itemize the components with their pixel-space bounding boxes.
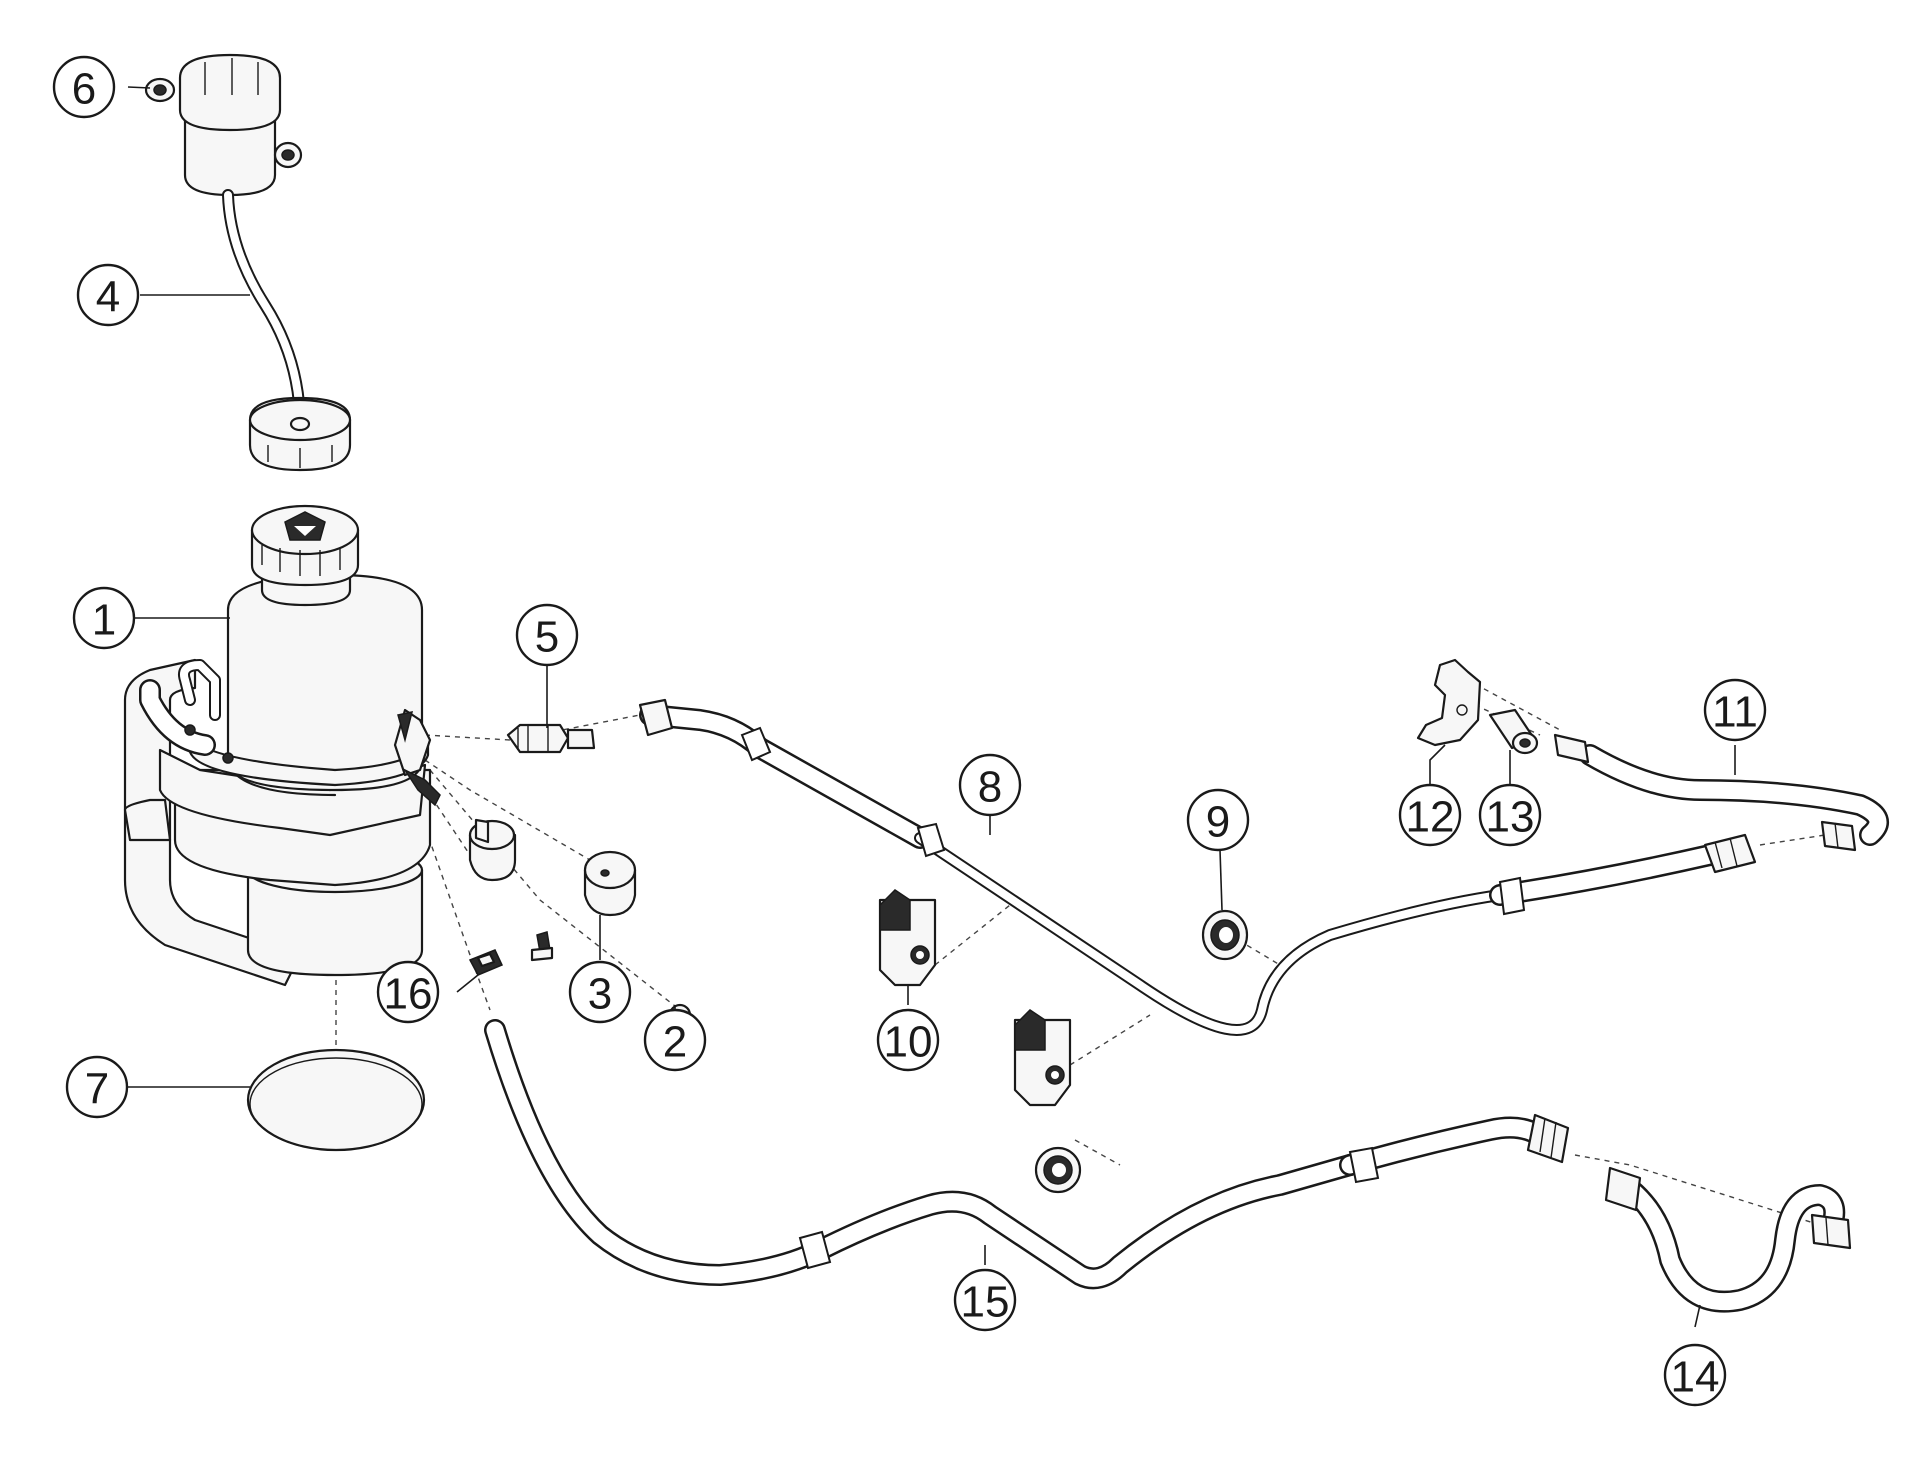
svg-text:15: 15 — [961, 1278, 1010, 1327]
leader-lines — [127, 86, 1736, 1328]
svg-text:7: 7 — [85, 1065, 109, 1114]
callout-10: 10 — [876, 1008, 940, 1072]
svg-text:10: 10 — [884, 1018, 933, 1067]
callout-3: 3 — [568, 960, 632, 1024]
callout-6: 6 — [52, 55, 116, 119]
callout-12: 12 — [1398, 783, 1462, 847]
callout-15: 15 — [953, 1268, 1017, 1332]
svg-text:9: 9 — [1206, 798, 1230, 847]
callout-7: 7 — [65, 1055, 129, 1119]
lower-hose-part — [484, 1019, 1570, 1290]
svg-text:12: 12 — [1406, 793, 1455, 842]
callout-8: 8 — [958, 753, 1022, 817]
callout-14: 14 — [1663, 1343, 1727, 1407]
upper-hose-part — [638, 698, 1757, 1036]
callout-2: 2 — [643, 1008, 707, 1072]
rubber-mount-part — [468, 818, 637, 962]
pipe-with-nut-part — [222, 189, 352, 472]
gasket-part — [246, 1048, 426, 1152]
fitting-part — [506, 723, 596, 754]
svg-text:11: 11 — [1712, 688, 1758, 737]
svg-text:14: 14 — [1671, 1353, 1720, 1402]
callout-9: 9 — [1186, 788, 1250, 852]
grommet-part — [1034, 909, 1249, 1194]
svg-text:3: 3 — [588, 970, 612, 1019]
return-hose-upper-part — [1553, 733, 1889, 852]
callout-4: 4 — [76, 263, 140, 327]
callout-11: 11 — [1703, 678, 1767, 742]
reservoir-cap-part — [144, 53, 303, 197]
assembly-guide-lines — [335, 664, 1826, 1226]
sleeve-part — [1488, 708, 1539, 755]
svg-text:8: 8 — [978, 763, 1002, 812]
svg-text:6: 6 — [72, 65, 96, 114]
svg-text:13: 13 — [1486, 793, 1535, 842]
svg-text:2: 2 — [663, 1018, 687, 1067]
elbow-tube-part — [1604, 1166, 1852, 1313]
bracket-plate-part — [1416, 658, 1482, 747]
svg-text:4: 4 — [96, 273, 120, 322]
svg-text:16: 16 — [384, 970, 433, 1019]
small-clip-part — [468, 949, 504, 976]
callout-13: 13 — [1478, 783, 1542, 847]
callout-1: 1 — [72, 586, 136, 650]
pipe-clamp-part — [878, 889, 1072, 1107]
callout-5: 5 — [515, 603, 579, 667]
svg-text:5: 5 — [535, 613, 559, 662]
reservoir-assembly-part — [123, 504, 441, 987]
callout-16: 16 — [376, 960, 440, 1024]
svg-text:1: 1 — [92, 596, 116, 645]
